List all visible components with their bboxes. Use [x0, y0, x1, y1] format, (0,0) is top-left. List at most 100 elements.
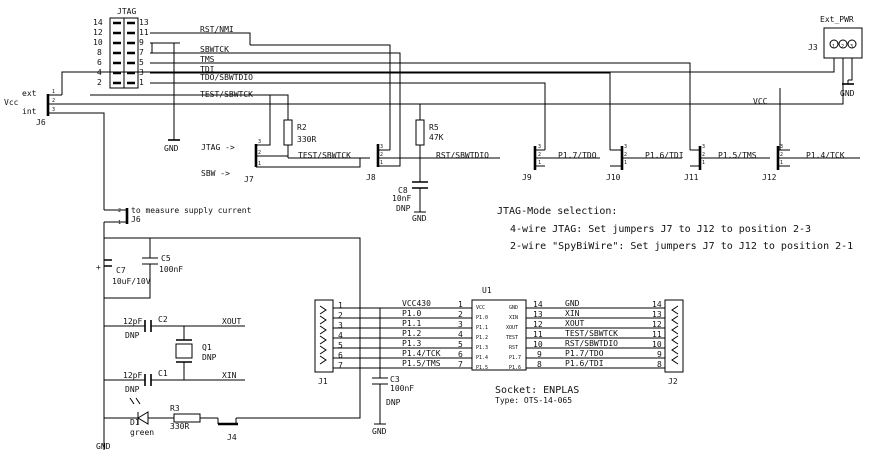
c7-value: 10uF/10V — [112, 277, 151, 286]
vcc-int-label: int — [22, 107, 37, 116]
vcc-label: Vcc — [4, 98, 19, 107]
svg-text:P1.3: P1.3 — [402, 339, 421, 348]
svg-text:1: 1 — [702, 160, 705, 166]
svg-text:P1.4/TCK: P1.4/TCK — [402, 349, 441, 358]
jtag-title: JTAG — [117, 7, 136, 16]
jtag-signal-labels: RST/NMI SBWTCK TMS TDI TDO/SBWTDIO TEST/… — [200, 25, 253, 99]
j7-ref: J7 — [244, 175, 254, 184]
svg-text:XOUT: XOUT — [506, 325, 518, 331]
u1-ref: U1 — [482, 286, 492, 295]
svg-text:13: 13 — [533, 310, 543, 319]
vcc-selector-j6: ext Vcc int J6 1 2 3 — [4, 89, 776, 210]
c7-plus: + — [96, 263, 101, 272]
svg-text:2: 2 — [338, 311, 343, 320]
svg-text:XIN: XIN — [565, 309, 580, 318]
svg-text:1: 1 — [258, 161, 261, 167]
svg-text:P1.6: P1.6 — [509, 365, 521, 371]
jtag-signal-lines — [90, 32, 781, 158]
svg-text:14: 14 — [533, 300, 543, 309]
svg-text:11: 11 — [652, 330, 662, 339]
c8-value: 10nF — [392, 194, 411, 203]
svg-text:13: 13 — [139, 18, 149, 27]
jumper-j10: 3 2 1 J10 P1.6/TDI — [606, 144, 684, 182]
ext-pwr-gnd: GND — [840, 89, 855, 98]
q1-ref: Q1 — [202, 343, 212, 352]
jumper-j9: 3 2 1 J9 P1.7/TDO — [522, 144, 600, 182]
u1-inner-right: GND XIN XOUT TEST RST P1.7 P1.6 — [506, 305, 521, 371]
c1-dnp: DNP — [125, 385, 140, 394]
svg-text:6: 6 — [458, 350, 463, 359]
svg-text:P1.1: P1.1 — [476, 325, 488, 331]
svg-text:2: 2 — [458, 310, 463, 319]
svg-text:13: 13 — [652, 310, 662, 319]
ext-power-connector: Ext_PWR J3 1 2 3 GND — [61, 15, 863, 105]
svg-text:9: 9 — [537, 350, 542, 359]
c5-capacitor: C5 100nF — [104, 238, 183, 299]
jtag-mode-note: JTAG-Mode selection: 4-wire JTAG: Set ju… — [497, 206, 853, 252]
svg-text:11: 11 — [533, 330, 543, 339]
supply-jumper-ref: J6 — [131, 215, 141, 224]
svg-text:1: 1 — [52, 89, 55, 95]
svg-text:XIN: XIN — [509, 315, 518, 321]
svg-text:1: 1 — [538, 160, 541, 166]
svg-text:P1.7/TDO: P1.7/TDO — [565, 349, 604, 358]
mode-note-line2: 2-wire "SpyBiWire": Set jumpers J7 to J1… — [510, 241, 853, 252]
c8-capacitor: C8 10nF DNP GND — [392, 181, 428, 223]
c3-ref: C3 — [390, 375, 400, 384]
u1-right-nets: GND XIN XOUT TEST/SBWTCK RST/SBWTDIO P1.… — [565, 299, 618, 368]
d1-value: green — [130, 428, 154, 437]
svg-text:1: 1 — [458, 300, 463, 309]
net-sbwtck: SBWTCK — [200, 45, 229, 54]
j7-jtag-arrow: JTAG -> — [201, 143, 235, 152]
j8-ref: J8 — [366, 173, 376, 182]
svg-text:3: 3 — [52, 107, 55, 113]
jumper-j11: 3 2 1 J11 P1.5/TMS — [684, 144, 770, 182]
r2-resistor: R2 330R — [283, 119, 316, 146]
svg-text:8: 8 — [537, 360, 542, 369]
svg-text:P1.0: P1.0 — [476, 315, 488, 321]
svg-text:1: 1 — [780, 160, 783, 166]
r5-ref: R5 — [429, 123, 439, 132]
svg-text:1: 1 — [139, 78, 144, 87]
svg-text:14: 14 — [652, 300, 662, 309]
d1-led: D1 green — [104, 397, 154, 437]
connector-j2: J2 14 13 12 11 10 9 8 — [652, 299, 684, 386]
c3-value: 100nF — [390, 384, 414, 393]
svg-text:VCC: VCC — [476, 305, 485, 311]
svg-text:2: 2 — [841, 44, 844, 50]
svg-text:2: 2 — [538, 152, 541, 158]
r3-value: 330R — [170, 422, 189, 431]
c2-dnp: DNP — [125, 331, 140, 340]
net-tdi: TDI — [200, 65, 215, 74]
j11-ref: J11 — [684, 173, 699, 182]
svg-text:P1.5/TMS: P1.5/TMS — [402, 359, 441, 368]
svg-text:7: 7 — [338, 361, 343, 370]
jumper-j8: 3 2 1 J8 RST/SBWTDIO — [366, 144, 500, 182]
svg-text:1: 1 — [624, 160, 627, 166]
u1-left-nets: VCC430 P1.0 P1.1 P1.2 P1.3 P1.4/TCK P1.5… — [402, 299, 441, 368]
svg-text:14: 14 — [93, 18, 103, 27]
ext-pwr-title: Ext_PWR — [820, 15, 854, 24]
svg-text:12: 12 — [93, 28, 103, 37]
svg-text:2: 2 — [780, 152, 783, 158]
svg-text:5: 5 — [139, 58, 144, 67]
main-gnd-label: GND — [96, 442, 111, 451]
svg-text:9: 9 — [657, 350, 662, 359]
c7-capacitor: + C7 10uF/10V — [96, 259, 151, 286]
svg-text:3: 3 — [338, 321, 343, 330]
u1-left-pin-numbers: 1 2 3 4 5 6 7 — [458, 300, 463, 369]
svg-text:P1.1: P1.1 — [402, 319, 421, 328]
svg-text:TEST/SBWTCK: TEST/SBWTCK — [565, 329, 618, 338]
c8-ref: C8 — [398, 186, 408, 195]
svg-text:VCC430: VCC430 — [402, 299, 431, 308]
gnd-label: GND — [164, 144, 179, 153]
c1-value: 12pF — [123, 371, 142, 380]
svg-text:10: 10 — [533, 340, 543, 349]
net-tms: TMS — [200, 55, 215, 64]
svg-text:2: 2 — [97, 78, 102, 87]
c5-ref: C5 — [161, 254, 171, 263]
j10-ref: J10 — [606, 173, 621, 182]
svg-text:2: 2 — [380, 152, 383, 158]
jtag-header: JTAG 14 12 10 8 6 4 2 13 11 9 7 5 3 1 — [93, 7, 149, 89]
